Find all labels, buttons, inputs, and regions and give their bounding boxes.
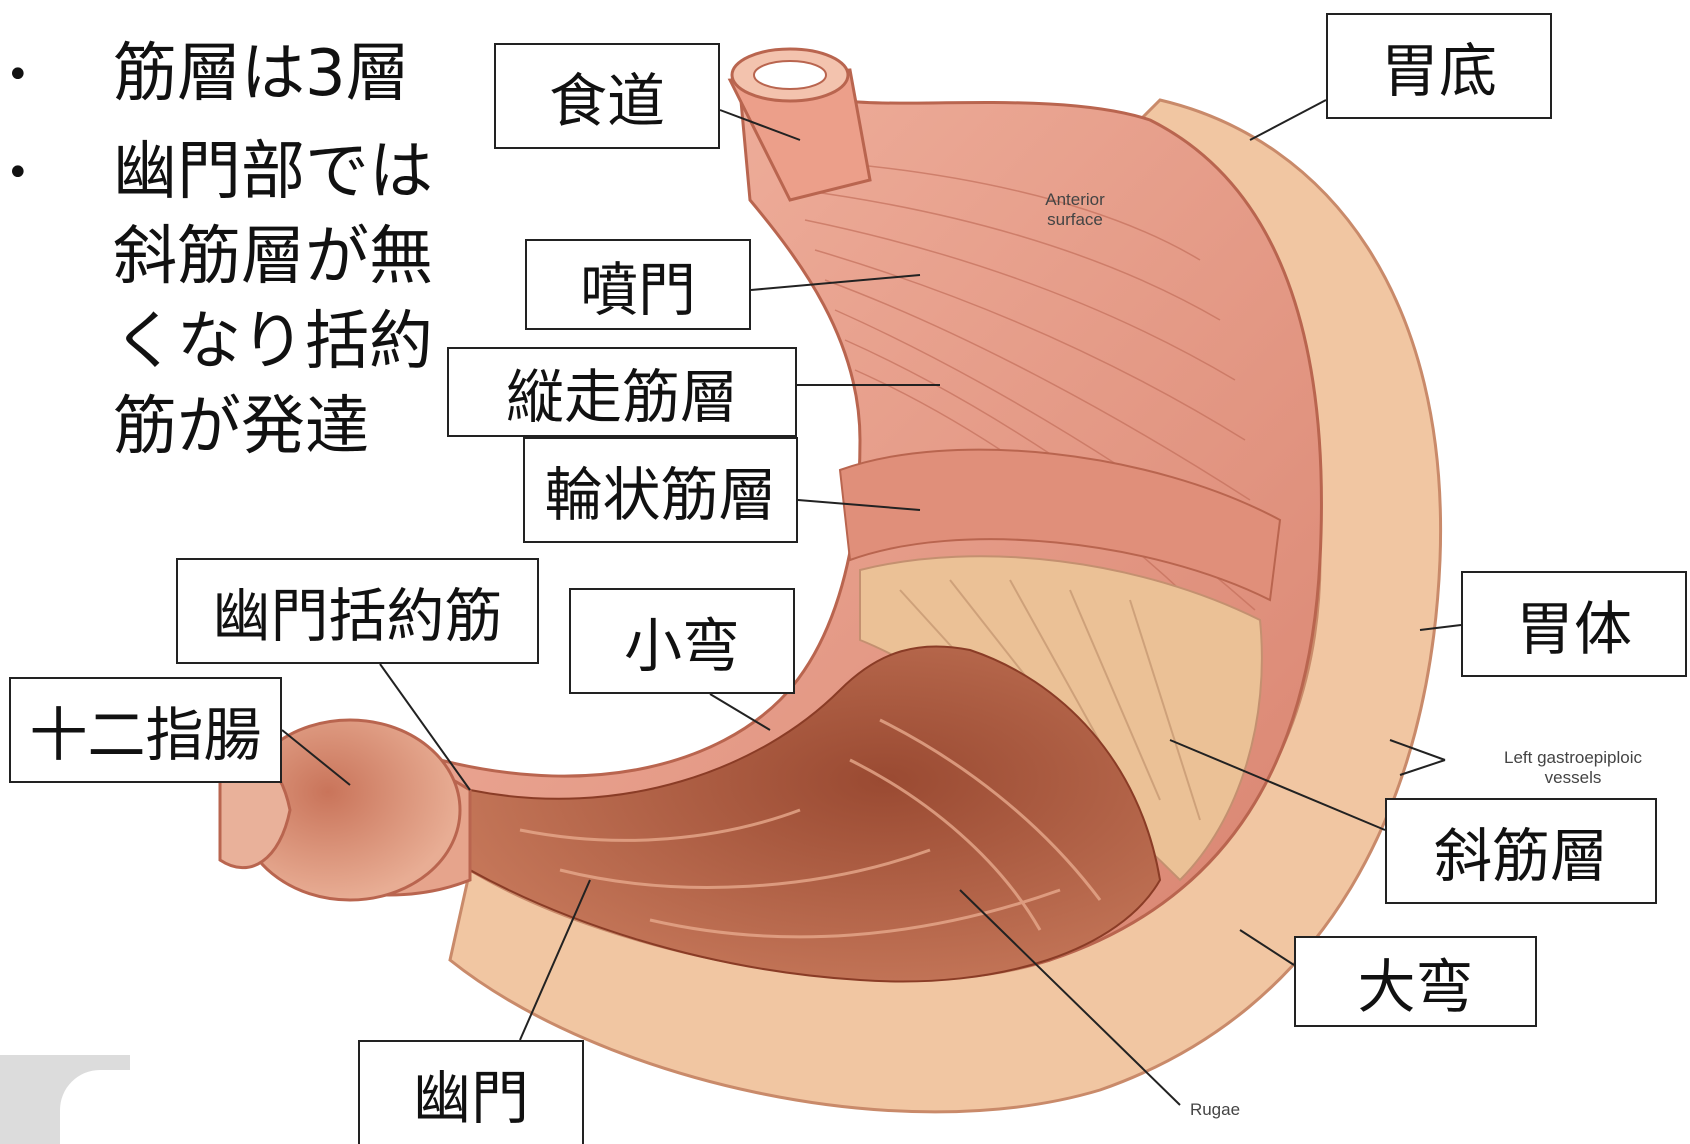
bullet-text: 斜筋層が無 <box>113 221 433 293</box>
label-pyloric-sphincter: 幽門括約筋 <box>176 558 539 664</box>
label-circular-muscle: 輪状筋層 <box>523 437 798 543</box>
watermark-cutout <box>60 1070 130 1144</box>
label-duodenum: 十二指腸 <box>9 677 282 783</box>
bullet-text: 筋が発達 <box>113 391 369 463</box>
bullet-text: 幽門部では <box>113 136 433 208</box>
annotation-anterior-line2: surface <box>1030 210 1120 230</box>
annotation-anterior-surface: Anterior surface <box>1030 190 1120 230</box>
label-esophagus: 食道 <box>494 43 720 149</box>
label-body: 胃体 <box>1461 571 1687 677</box>
annotation-vessels-line2: vessels <box>1462 768 1684 788</box>
annotation-rugae: Rugae <box>1180 1100 1250 1120</box>
label-longitudinal-muscle: 縦走筋層 <box>447 347 797 437</box>
bullet-text: 筋層は3層 <box>113 38 410 110</box>
label-lesser-curvature: 小弯 <box>569 588 795 694</box>
annotation-vessels-line1: Left gastroepiploic <box>1462 748 1684 768</box>
annotation-anterior-line1: Anterior <box>1030 190 1120 210</box>
bullet-dot: • <box>6 150 30 196</box>
bullet-dot: • <box>6 52 30 98</box>
label-pylorus: 幽門 <box>358 1040 584 1144</box>
label-greater-curvature: 大弯 <box>1294 936 1537 1027</box>
bullet-text: くなり括約 <box>113 306 433 378</box>
label-oblique-muscle: 斜筋層 <box>1385 798 1657 904</box>
label-fundus: 胃底 <box>1326 13 1552 119</box>
label-cardia: 噴門 <box>525 239 751 330</box>
annotation-vessels: Left gastroepiploic vessels <box>1462 748 1684 788</box>
